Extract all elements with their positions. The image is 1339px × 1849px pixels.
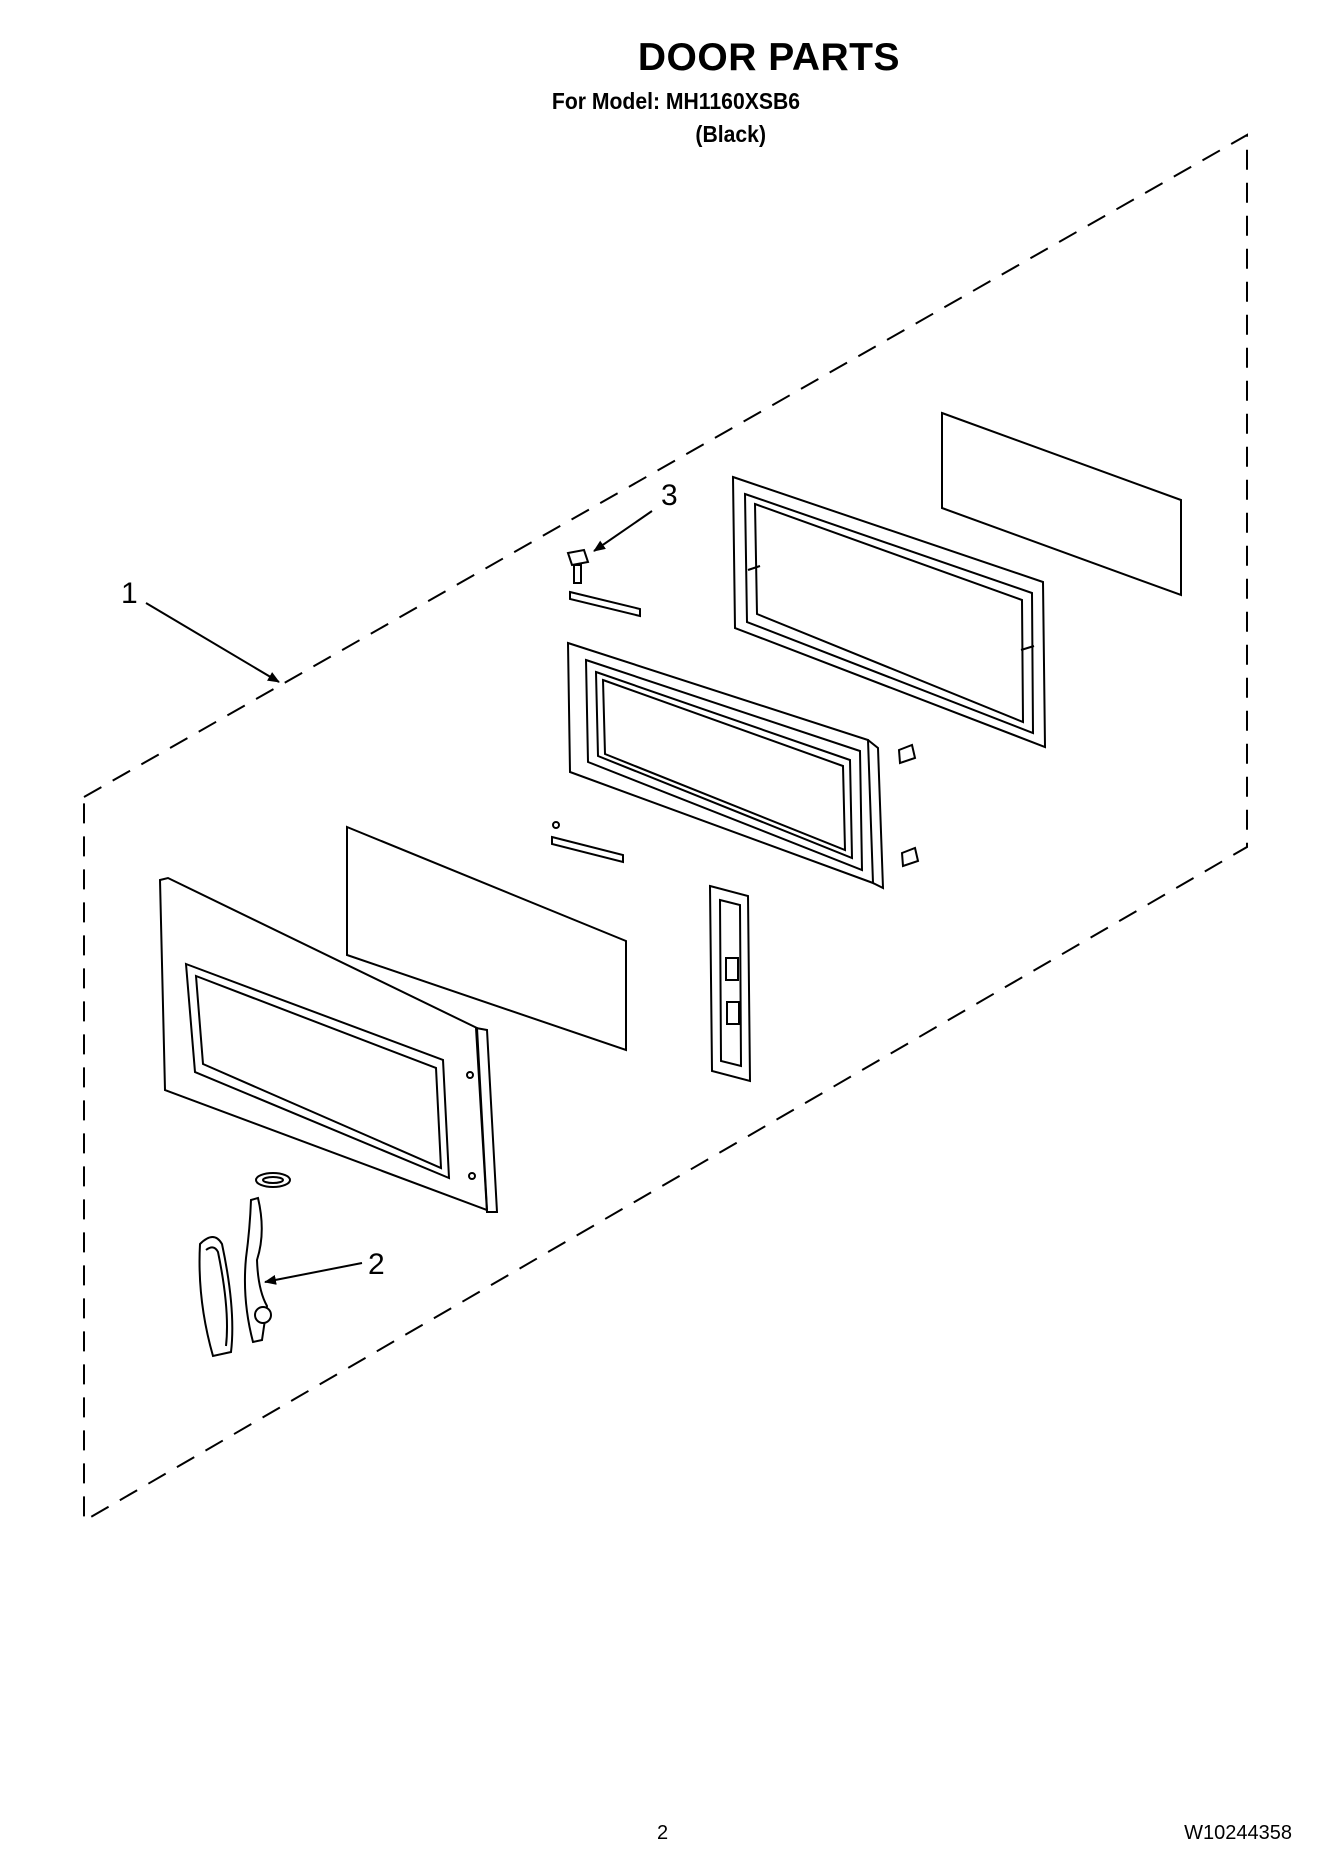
front-door-glass (346, 825, 627, 1052)
outer-door-panel (158, 876, 499, 1213)
assembly-boundary (83, 133, 1248, 1523)
door-latch (708, 884, 752, 1083)
model-variant: (Black) (695, 121, 766, 147)
page-title: DOOR PARTS (637, 36, 900, 79)
callout-1: 1 (121, 577, 138, 610)
callout-2-leader (264, 1262, 363, 1285)
rear-door-frame (731, 475, 1047, 749)
callout-3: 3 (661, 479, 678, 512)
callout-2: 2 (368, 1248, 385, 1281)
door-screw (566, 548, 641, 618)
inner-door-frame (551, 641, 920, 890)
page-number: 2 (657, 1822, 669, 1844)
document-number: W10244358 (1184, 1822, 1292, 1844)
rear-door-glass (941, 411, 1182, 597)
model-label: For Model: MH1160XSB6 (551, 88, 800, 114)
callout-3-leader (593, 510, 653, 552)
door-handle (198, 1196, 272, 1358)
callout-1-leader (145, 602, 280, 683)
